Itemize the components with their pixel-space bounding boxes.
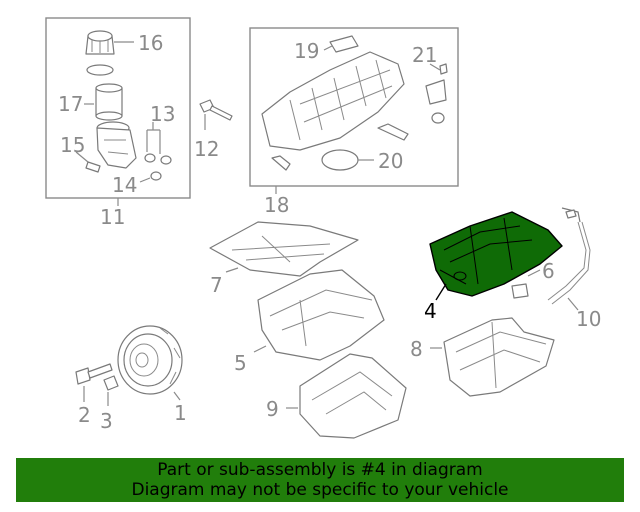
oil-pan-lower-baffle-9[interactable] (299, 353, 407, 439)
oil-pan-baffle-7[interactable] (209, 221, 359, 277)
upper-oil-pan-5[interactable] (257, 269, 385, 361)
throttle-body-21[interactable] (425, 63, 448, 124)
callout-10: 10 (576, 307, 601, 331)
callout-16: 16 (138, 31, 163, 55)
dipstick-tube-10[interactable] (547, 207, 591, 305)
callout-19: 19 (294, 39, 319, 63)
o-ring-13a[interactable] (144, 153, 156, 163)
oil-filter-element[interactable] (95, 83, 123, 121)
banner-line-2: Diagram may not be specific to your vehi… (131, 480, 509, 500)
banner-line-1: Part or sub-assembly is #4 in diagram (157, 460, 483, 480)
oil-filter-seal-ring[interactable] (86, 64, 114, 76)
callout-21: 21 (412, 43, 437, 67)
callout-6: 6 (542, 259, 555, 283)
callout-15: 15 (60, 133, 85, 157)
manifold-stud[interactable] (271, 155, 291, 171)
bolt-12[interactable] (199, 99, 233, 121)
callout-13: 13 (150, 102, 175, 126)
drain-plug-6[interactable] (511, 283, 529, 299)
callout-5: 5 (234, 351, 247, 375)
callout-18: 18 (264, 193, 289, 217)
oil-pan-4-highlighted[interactable] (429, 211, 563, 297)
washer-3[interactable] (103, 375, 119, 391)
oil-filter-cap[interactable] (85, 30, 115, 55)
callout-12: 12 (194, 137, 219, 161)
callout-4: 4 (424, 299, 437, 323)
o-ring-14[interactable] (150, 171, 162, 181)
intake-manifold-gasket-19[interactable] (329, 35, 359, 53)
crankshaft-pulley-1[interactable] (117, 325, 183, 395)
callout-1: 1 (174, 401, 187, 425)
intake-manifold-group-box (249, 27, 459, 187)
oil-filter-housing[interactable] (96, 121, 137, 169)
throttle-body-gasket-20[interactable] (321, 149, 359, 171)
callout-20: 20 (378, 149, 403, 173)
intake-manifold[interactable] (261, 51, 405, 151)
callout-17: 17 (58, 92, 83, 116)
callout-8: 8 (410, 337, 423, 361)
callout-2: 2 (78, 403, 91, 427)
manifold-bolt[interactable] (377, 123, 409, 141)
pulley-bolt-2[interactable] (75, 363, 113, 385)
callout-11: 11 (100, 205, 125, 229)
callout-7: 7 (210, 273, 223, 297)
oil-pan-8[interactable] (443, 317, 555, 397)
callout-9: 9 (266, 397, 279, 421)
callout-3: 3 (100, 409, 113, 433)
callout-14: 14 (112, 173, 137, 197)
parts-diagram: 16 17 13 15 14 11 12 19 21 20 18 (45, 17, 601, 439)
oil-pressure-sensor[interactable] (85, 161, 101, 173)
o-ring-13b[interactable] (160, 155, 172, 165)
part-notice-banner: Part or sub-assembly is #4 in diagram Di… (16, 458, 624, 502)
